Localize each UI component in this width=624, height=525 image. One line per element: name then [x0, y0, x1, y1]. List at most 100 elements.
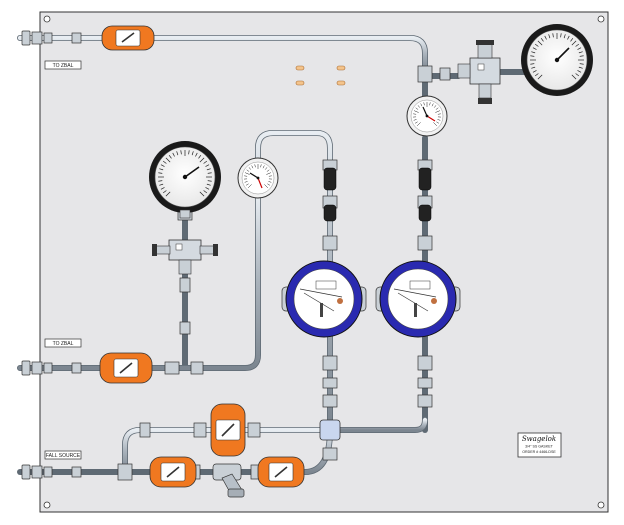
gauge-tick [532, 70, 537, 73]
gauge-tick [537, 40, 543, 46]
gauge-tick [262, 165, 265, 169]
gauge-tick [570, 37, 574, 42]
gauge-tick [207, 180, 212, 182]
brand-plate-line1: 3/4" SS GASKET [525, 445, 553, 449]
gauge-tick [199, 157, 205, 163]
gauge-tick [435, 110, 441, 113]
gauge-tick [431, 103, 434, 107]
gauge-tick [158, 180, 163, 182]
gauge-tick [571, 74, 577, 80]
gauge-tick [436, 121, 440, 124]
gauge-tick [268, 181, 272, 183]
gauge-tick [435, 107, 439, 110]
ball-valve-bottom-left[interactable] [149, 456, 197, 488]
gauge-tick [159, 168, 164, 171]
gauge-tick [575, 73, 580, 77]
tag-bottom-left-text: FALL SOURCE [46, 453, 81, 459]
gauge-tick [413, 110, 419, 113]
gauge-tick [420, 103, 423, 107]
gauge-tick [266, 169, 270, 172]
gauge-tick [206, 183, 211, 186]
pressure-gauge-small-right [406, 95, 448, 137]
gauge-tick [205, 187, 210, 190]
ball-valve-top[interactable] [101, 25, 155, 51]
gauge-tick [415, 107, 419, 110]
tag-bottom-left: FALL SOURCE [44, 450, 82, 460]
gauge-tick [165, 191, 171, 197]
gauge-tick [266, 172, 272, 175]
gauge-tick [413, 119, 417, 121]
gauge-tick [531, 66, 536, 69]
ball-valves [99, 25, 305, 488]
brand-plate-line2: ORDER # 4466-DSE [522, 450, 556, 454]
gauge-tick [544, 35, 547, 40]
gauge-tick [530, 55, 535, 57]
gauge-tick [552, 33, 554, 38]
gauge-tick [579, 63, 584, 65]
rotameter-right [375, 260, 461, 338]
gauge-tick [534, 73, 539, 77]
gauge-tick [180, 150, 182, 155]
gauge-tick [578, 66, 583, 69]
gauge-tick [531, 51, 536, 54]
gauge-tick [437, 119, 441, 121]
gauge-tick [206, 168, 211, 171]
gauge-tick [198, 154, 202, 159]
gauge-tick [254, 164, 256, 168]
pressure-gauge-large-right [521, 24, 593, 96]
slot-holes [295, 65, 346, 86]
brand-plate: Swagelok 3/4" SS GASKET ORDER # 4466-DSE [517, 432, 562, 458]
tag-mid-left: TO ZBAL [44, 338, 82, 348]
gauge-tick [578, 51, 583, 54]
gauge-tick [246, 169, 250, 172]
gauge-tick [264, 167, 268, 170]
gauge-tick [251, 165, 254, 169]
gauge-tick [560, 33, 562, 38]
gauge-tick [540, 37, 544, 42]
gauge-tick [429, 102, 431, 106]
gauge-tick [199, 191, 205, 197]
pressure-gauge-large-left [149, 141, 221, 219]
gauge-tick [244, 181, 248, 183]
gauge-tick [176, 151, 179, 156]
tag-top-left-text: TO ZBAL [53, 63, 74, 69]
gauge-tick [417, 105, 421, 108]
gauge-tick [433, 122, 438, 127]
gauge-tick [577, 47, 582, 50]
gauge-tick [563, 34, 566, 39]
ball-valve-bypass[interactable] [210, 403, 246, 457]
gauge-tick [264, 184, 269, 189]
tube-fittings [117, 65, 451, 481]
gauge-tick [172, 152, 175, 157]
gauge-tick [575, 43, 580, 47]
gauge-tick [205, 164, 210, 167]
pressure-gauge-small-left [237, 157, 279, 199]
gauge-tick [579, 55, 584, 57]
check-valves [323, 167, 432, 222]
gauge-tick [162, 190, 167, 194]
gauge-tick [567, 35, 570, 40]
gauge-tick [159, 183, 164, 186]
gauge-tick [423, 102, 425, 106]
tag-mid-left-text: TO ZBAL [53, 341, 74, 347]
gauge-tick [244, 172, 250, 175]
brand-plate-title: Swagelok [522, 435, 556, 443]
ball-valve-middle[interactable] [99, 352, 153, 384]
ball-valve-bottom-right[interactable] [257, 456, 305, 488]
gauge-tick [532, 47, 537, 50]
tag-top-left: TO ZBAL [44, 60, 82, 70]
mounting-holes [43, 15, 605, 509]
gauge-tick [248, 167, 252, 170]
inlet-fittings [21, 30, 82, 480]
gauge-tick [537, 74, 543, 80]
gauge-tick [571, 40, 577, 46]
manifold-valve-right[interactable] [457, 40, 501, 104]
gauge-tick [188, 150, 190, 155]
gauge-tick [207, 172, 212, 174]
gauge-tick [548, 34, 551, 39]
gauge-tick [530, 63, 535, 65]
gauge-tick [160, 164, 165, 167]
gauge-tick [160, 187, 165, 190]
gauge-tick [165, 157, 171, 163]
gauge-tick [433, 105, 437, 108]
